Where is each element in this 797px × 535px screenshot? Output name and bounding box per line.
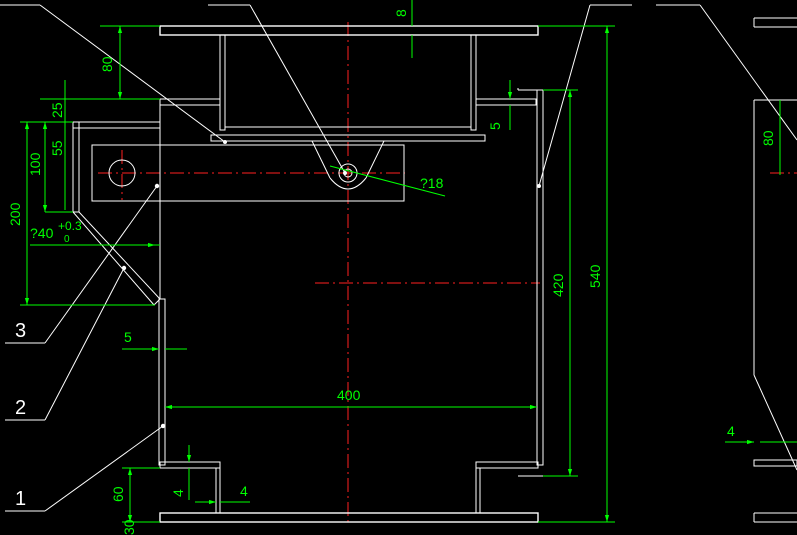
leader-3-diag bbox=[44, 185, 158, 344]
sloped-plate bbox=[71, 211, 161, 306]
dimensions: 8 80 25 55 100 200 ?40 +0.3 0 ?18 5 bbox=[7, 0, 797, 535]
dim-200-text: 200 bbox=[7, 202, 23, 226]
dim-55-text: 55 bbox=[49, 140, 65, 156]
leader-1-dot bbox=[160, 423, 166, 429]
left-wall bbox=[158, 298, 166, 466]
dim-25-text: 25 bbox=[49, 102, 65, 118]
inlet-wall-right bbox=[470, 34, 477, 131]
dim-dia18-text: ?18 bbox=[420, 175, 444, 191]
dim-80-text: 80 bbox=[99, 56, 115, 72]
leader-shaft-dot bbox=[343, 171, 347, 175]
baffle-plate bbox=[210, 134, 486, 142]
rv-slope bbox=[753, 374, 797, 471]
leader-top-diag bbox=[249, 4, 346, 174]
dim-420-text: 420 bbox=[550, 273, 566, 297]
left-box-wall bbox=[72, 121, 80, 213]
dim-4a-text: 4 bbox=[170, 489, 186, 497]
leader-rv-diag bbox=[699, 4, 797, 141]
leader-wall-dot bbox=[537, 184, 541, 188]
bottom-shelf-right bbox=[475, 461, 539, 469]
top-shelf-left bbox=[159, 98, 221, 106]
lever-arm bbox=[91, 144, 405, 202]
bottom-shelf-left bbox=[159, 461, 221, 469]
bracket-right bbox=[365, 140, 385, 179]
dim-zero-text: 0 bbox=[64, 234, 70, 245]
rv-bottom-shelf bbox=[753, 459, 797, 467]
right-wall bbox=[536, 89, 544, 466]
leaders: 3 2 1 bbox=[0, 4, 797, 512]
dim-plus03-text: +0.3 bbox=[58, 219, 82, 233]
counterweight-hole bbox=[108, 159, 136, 187]
right-view bbox=[753, 17, 797, 523]
dim-540-text: 540 bbox=[587, 264, 603, 288]
left-box-top bbox=[72, 121, 161, 129]
part-label-2: 2 bbox=[15, 397, 26, 419]
dim-400-text: 400 bbox=[337, 387, 361, 403]
leader-2-dot bbox=[121, 265, 127, 271]
dim-8-text: 8 bbox=[393, 9, 409, 17]
leader-baffle-dot bbox=[223, 140, 227, 144]
top-flange bbox=[159, 25, 539, 36]
bracket-left bbox=[311, 140, 331, 179]
bracket-bottom bbox=[329, 177, 367, 190]
lever-assembly bbox=[91, 140, 405, 202]
dim-60-text: 60 bbox=[110, 486, 126, 502]
rv-dim-80-text: 80 bbox=[760, 130, 776, 146]
dim-100-text: 100 bbox=[27, 152, 43, 176]
part-label-3: 3 bbox=[15, 320, 26, 342]
centerlines bbox=[98, 22, 797, 525]
inlet-wall-left bbox=[219, 34, 226, 131]
dim-5l-text: 5 bbox=[124, 329, 132, 345]
leader-topleft-diag bbox=[39, 4, 226, 143]
dim-dia40-text: ?40 bbox=[30, 225, 54, 241]
part-label-1: 1 bbox=[15, 488, 26, 510]
leader-1-diag bbox=[44, 425, 164, 512]
leader-3-dot bbox=[154, 183, 160, 189]
leader-right-diag bbox=[538, 4, 591, 187]
top-shelf-right bbox=[475, 98, 537, 106]
rv-dim-4-text: 4 bbox=[727, 423, 735, 439]
dim-dia18-line bbox=[329, 165, 446, 197]
dim-4b-text: 4 bbox=[240, 483, 248, 499]
bottom-flange bbox=[159, 512, 539, 523]
main-body bbox=[71, 25, 544, 523]
leader-2-diag bbox=[44, 267, 125, 421]
dim-partial-text: 30 bbox=[121, 519, 137, 535]
dim-5r-text: 5 bbox=[487, 122, 503, 130]
